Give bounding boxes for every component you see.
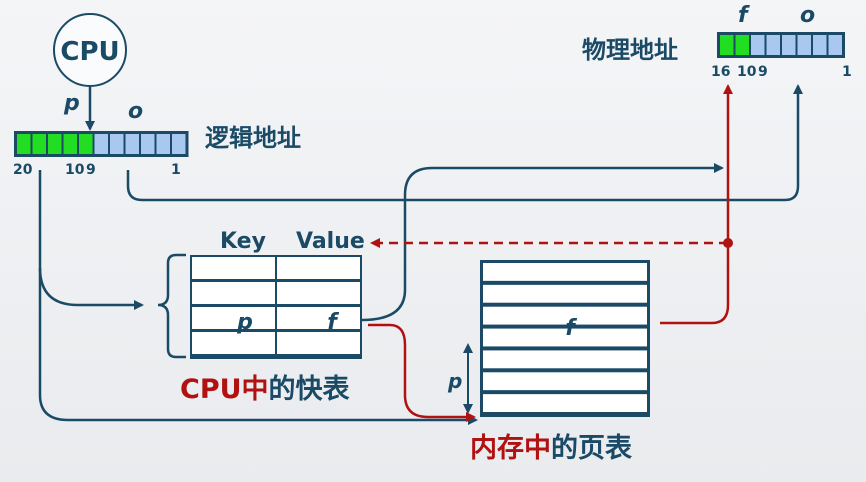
page-table-entry-f: f (565, 316, 577, 341)
tlb-cell (277, 307, 360, 329)
page-table-row (483, 263, 647, 281)
page-to-tlb-line (38, 170, 144, 310)
page-table-caption-red: 内存中 (470, 433, 551, 464)
physical-bit-10: 10 (737, 64, 757, 80)
physical-bit-high-cell (720, 35, 734, 55)
physical-bit-high-cell (735, 35, 749, 55)
offset-to-physical-line (126, 84, 803, 202)
logical-page-label: p (63, 91, 80, 116)
tlb-cell (277, 257, 360, 279)
tlb-update-junction-dot (723, 238, 733, 248)
logical-bit-low-cell (156, 134, 170, 154)
tlb-cell (192, 332, 275, 354)
logical-offset-label: o (128, 99, 143, 124)
logical-address-title: 逻辑地址 (205, 124, 301, 152)
page-table-row (483, 284, 647, 303)
page-table-index-p: p (447, 369, 462, 393)
logical-bit-high-cell (48, 134, 62, 154)
tlb-caption: CPU中的快表 (180, 373, 350, 405)
physical-bit-low-cell (828, 35, 842, 55)
physical-bit-low-cell (797, 35, 811, 55)
physical-bit-low-cell (766, 35, 780, 55)
logical-bit-high-cell (17, 134, 31, 154)
cpu-label: CPU (60, 37, 119, 67)
logical-bit-low-cell (125, 134, 139, 154)
tlb-left-brace (157, 253, 186, 359)
page-table-row (483, 306, 647, 325)
logical-address-bar (14, 131, 189, 157)
physical-address-bar (717, 32, 845, 58)
page-table (480, 260, 650, 417)
tlb-cell (192, 307, 275, 329)
tlb-row-value: f (327, 310, 339, 335)
tlb-value-header: Value (296, 229, 365, 254)
logical-bit-low-cell (94, 134, 108, 154)
physical-bit-low-cell (751, 35, 765, 55)
page-table-caption-dark: 的页表 (551, 432, 632, 464)
physical-frame-label: f (738, 3, 750, 28)
tlb-cell (277, 282, 360, 304)
tlb-miss-to-pagetable-line (368, 323, 476, 422)
tlb-row-key: p (236, 310, 253, 335)
tlb-cell (277, 332, 360, 354)
logical-bit-low-cell (172, 134, 186, 154)
logical-bit-9: 9 (86, 162, 96, 178)
physical-offset-label: o (800, 3, 815, 28)
logical-bit-high-cell (79, 134, 93, 154)
logical-bit-20: 20 (13, 162, 33, 178)
page-to-pagetable-line (38, 268, 478, 425)
tlb-caption-dark: 的快表 (269, 373, 350, 405)
tlb-cell (192, 282, 275, 304)
physical-bit-low-cell (782, 35, 796, 55)
logical-bit-high-cell (63, 134, 77, 154)
tlb-cell (192, 257, 275, 279)
physical-bit-16: 16 (711, 64, 730, 80)
page-table-row (483, 372, 647, 391)
tlb-key-header: Key (220, 229, 266, 254)
physical-bit-1: 1 (842, 64, 852, 80)
logical-bit-1: 1 (171, 162, 181, 178)
page-table-row (483, 394, 647, 412)
page-table-caption: 内存中的页表 (470, 432, 632, 464)
physical-address-title: 物理地址 (582, 36, 678, 64)
cpu-circle (53, 13, 127, 87)
logical-bit-high-cell (32, 134, 46, 154)
pagetable-to-physical-line (660, 84, 733, 325)
tlb-table (190, 255, 362, 359)
logical-bit-10: 10 (65, 162, 85, 178)
logical-bit-low-cell (110, 134, 124, 154)
page-table-row (483, 328, 647, 347)
page-table-row (483, 350, 647, 369)
tlb-caption-red: CPU中 (180, 374, 269, 405)
physical-bit-9: 9 (758, 64, 768, 80)
logical-bit-low-cell (141, 134, 155, 154)
physical-bit-low-cell (813, 35, 827, 55)
